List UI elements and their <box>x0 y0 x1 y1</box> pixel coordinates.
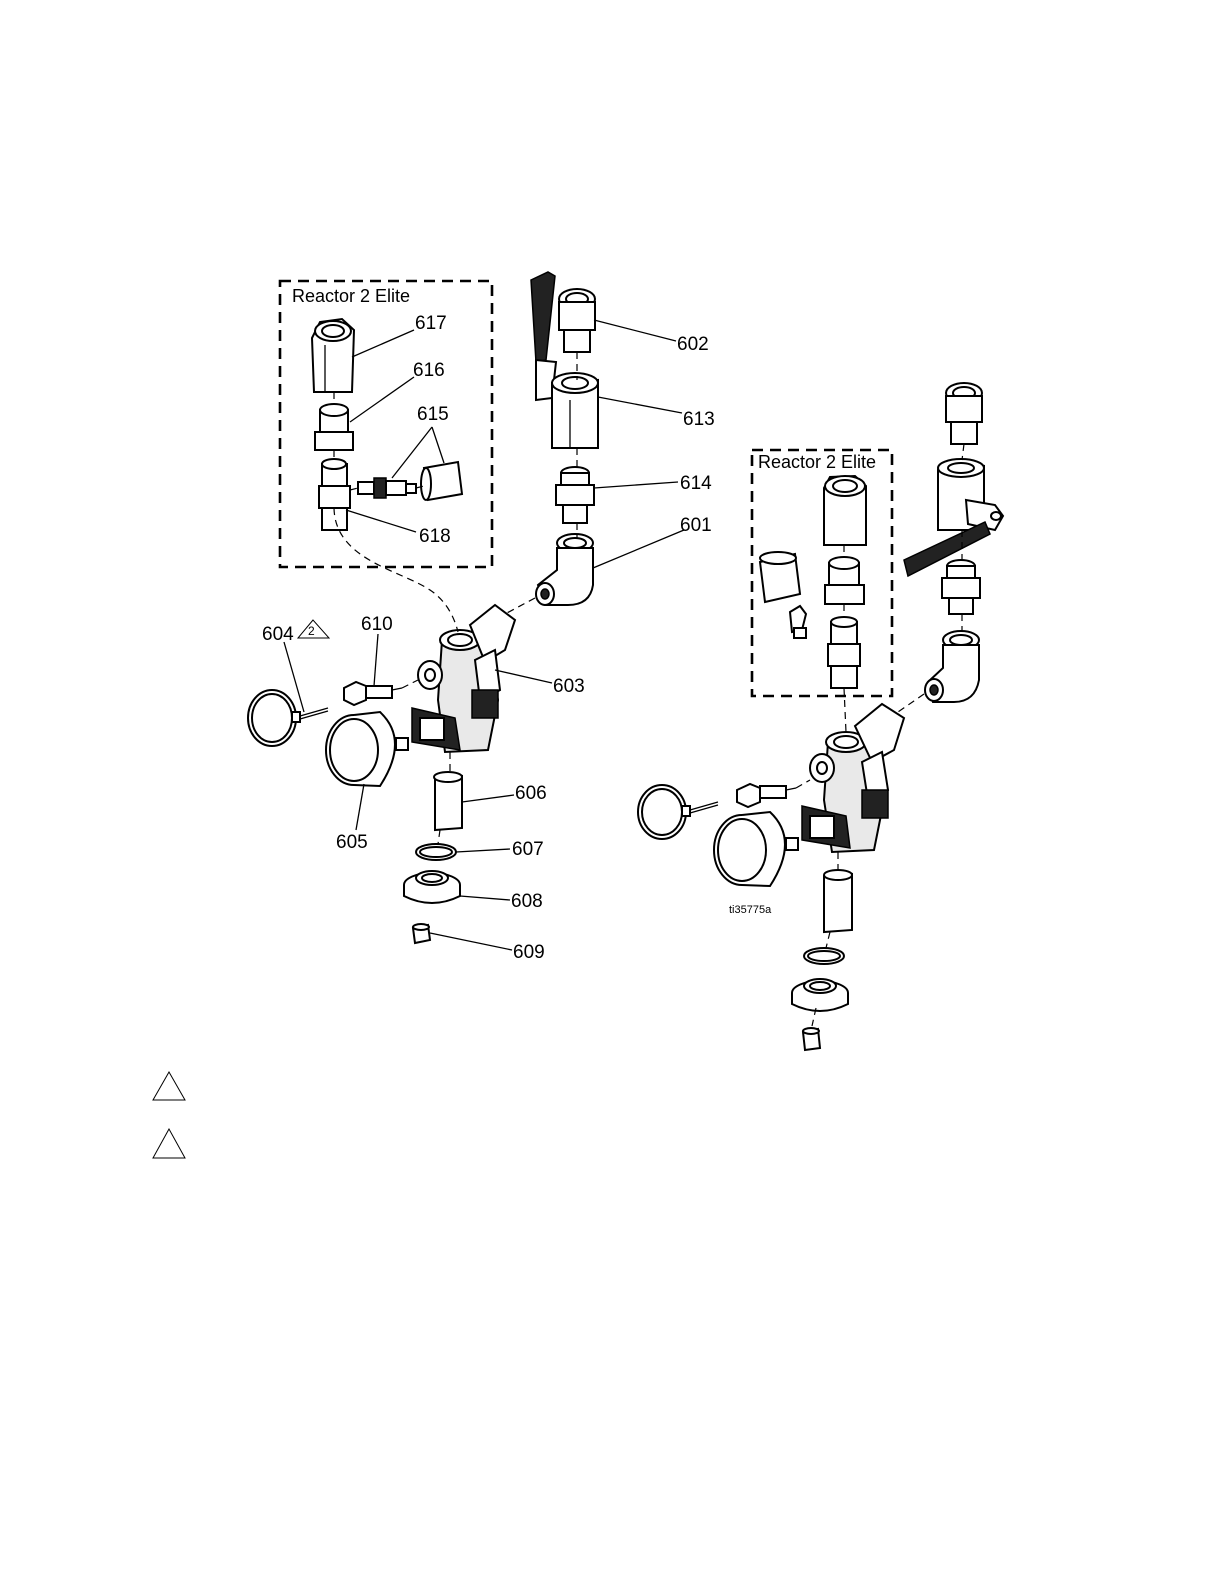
figure-id: ti35775a <box>729 904 772 916</box>
callout-607: 607 <box>512 839 544 860</box>
part-616-fitting <box>315 404 353 450</box>
callout-606: 606 <box>515 783 547 804</box>
callout-617: 617 <box>415 313 447 334</box>
part-605-pressure-gauge <box>326 712 408 786</box>
part-618-tee <box>319 459 350 530</box>
part-608-plug <box>404 871 460 903</box>
part-603-manifold <box>412 605 515 752</box>
callout-601: 601 <box>680 515 712 536</box>
part-613-ball-valve <box>552 373 598 448</box>
callout-610: 610 <box>361 614 393 635</box>
callout-615: 615 <box>417 404 449 425</box>
part-610-fitting <box>344 682 402 705</box>
callout-618: 618 <box>419 526 451 547</box>
warning-number: 2 <box>308 624 315 638</box>
part-602-swivel <box>559 289 595 352</box>
reactor-elite-box-left <box>280 281 492 567</box>
left-assembly: Reactor 2 Elite <box>248 272 715 963</box>
warning-triangle-604: 2 <box>298 620 329 638</box>
callout-608: 608 <box>511 891 543 912</box>
part-606-tube <box>434 772 462 830</box>
part-614-nipple <box>556 467 594 523</box>
callout-604: 604 <box>262 624 294 645</box>
callout-605: 605 <box>336 832 368 853</box>
callout-603: 603 <box>553 676 585 697</box>
note-triangle-2 <box>153 1129 185 1158</box>
part-601-elbow <box>536 534 593 605</box>
note-triangle-1 <box>153 1072 185 1100</box>
callout-614: 614 <box>680 473 712 494</box>
part-609-cap <box>413 924 430 943</box>
callout-613: 613 <box>683 409 715 430</box>
callout-609: 609 <box>513 942 545 963</box>
reactor-elite-title-left: Reactor 2 Elite <box>292 286 410 306</box>
part-615-check-valve <box>358 462 462 500</box>
callout-616: 616 <box>413 360 445 381</box>
part-604-gauge <box>248 690 328 746</box>
part-617-nut <box>312 319 354 392</box>
reactor-elite-title-right: Reactor 2 Elite <box>758 452 876 472</box>
callout-602: 602 <box>677 334 709 355</box>
